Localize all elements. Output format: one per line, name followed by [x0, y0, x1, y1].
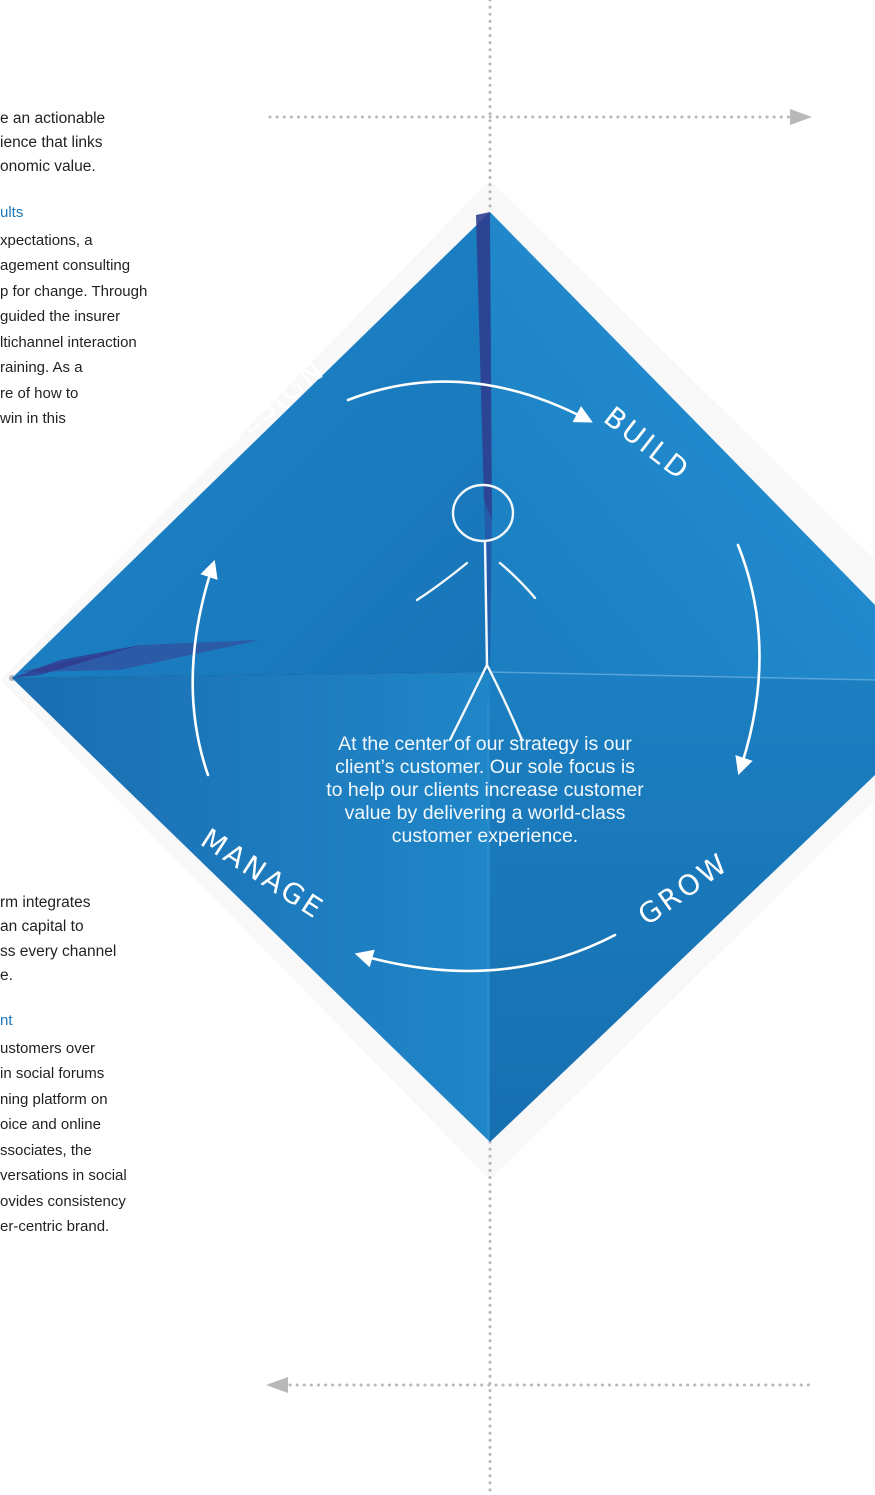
bottom-body-line: ustomers over [0, 1040, 96, 1057]
bottom-lead-line: ss every channel [0, 943, 117, 960]
bottom-body-line: ssociates, the [0, 1142, 92, 1159]
bottom-lead-line: e. [0, 967, 13, 984]
bottom-body-line: ovides consistency [0, 1193, 126, 1210]
top-body-line: agement consulting [0, 257, 131, 274]
arrow-design-to-build [346, 380, 593, 423]
center-statement: At the center of our strategy is our cli… [250, 733, 720, 848]
center-statement-line: At the center of our strategy is our [338, 733, 632, 755]
arrow-grow-to-manage [354, 933, 617, 973]
top-lead-line: e an actionable [0, 110, 106, 127]
bottom-lead-line: an capital to [0, 918, 84, 935]
top-body-line: ltichannel interaction [0, 334, 137, 351]
arrow-manage-to-design [191, 559, 218, 777]
origami-paper [11, 212, 875, 1142]
top-body-line: re of how to [0, 385, 79, 402]
bottom-body-line: ning platform on [0, 1091, 108, 1108]
bottom-lead-line: rm integrates [0, 894, 91, 911]
top-body-line: p for change. Through [0, 283, 148, 300]
top-body-line: raining. As a [0, 359, 83, 376]
top-body-line: guided the insurer [0, 308, 121, 325]
dotted-guides [9, 0, 817, 1495]
center-statement-line: value by delivering a world-class [344, 802, 626, 824]
bottom-body-line: in social forums [0, 1065, 105, 1082]
bottom-section-heading: nt [0, 1012, 13, 1029]
arrow-left-icon [266, 1377, 288, 1393]
center-statement-line: client’s customer. Our sole focus is [335, 756, 635, 778]
arrow-right-icon [790, 109, 812, 125]
bottom-body-line: oice and online [0, 1116, 101, 1133]
bottom-body-line: er-centric brand. [0, 1218, 110, 1235]
top-lead-line: ience that links [0, 134, 103, 151]
customer-figure-icon [415, 483, 537, 742]
top-section-heading: ults [0, 204, 24, 221]
top-body-line: win in this [0, 410, 66, 427]
arrow-build-to-grow [735, 543, 761, 776]
top-lead-line: onomic value. [0, 158, 96, 175]
center-statement-line: customer experience. [391, 825, 579, 847]
bottom-body-line: versations in social [0, 1167, 127, 1184]
top-body-line: xpectations, a [0, 232, 93, 249]
cycle-arrows [191, 380, 761, 973]
center-statement-line: to help our clients increase customer [326, 779, 644, 801]
